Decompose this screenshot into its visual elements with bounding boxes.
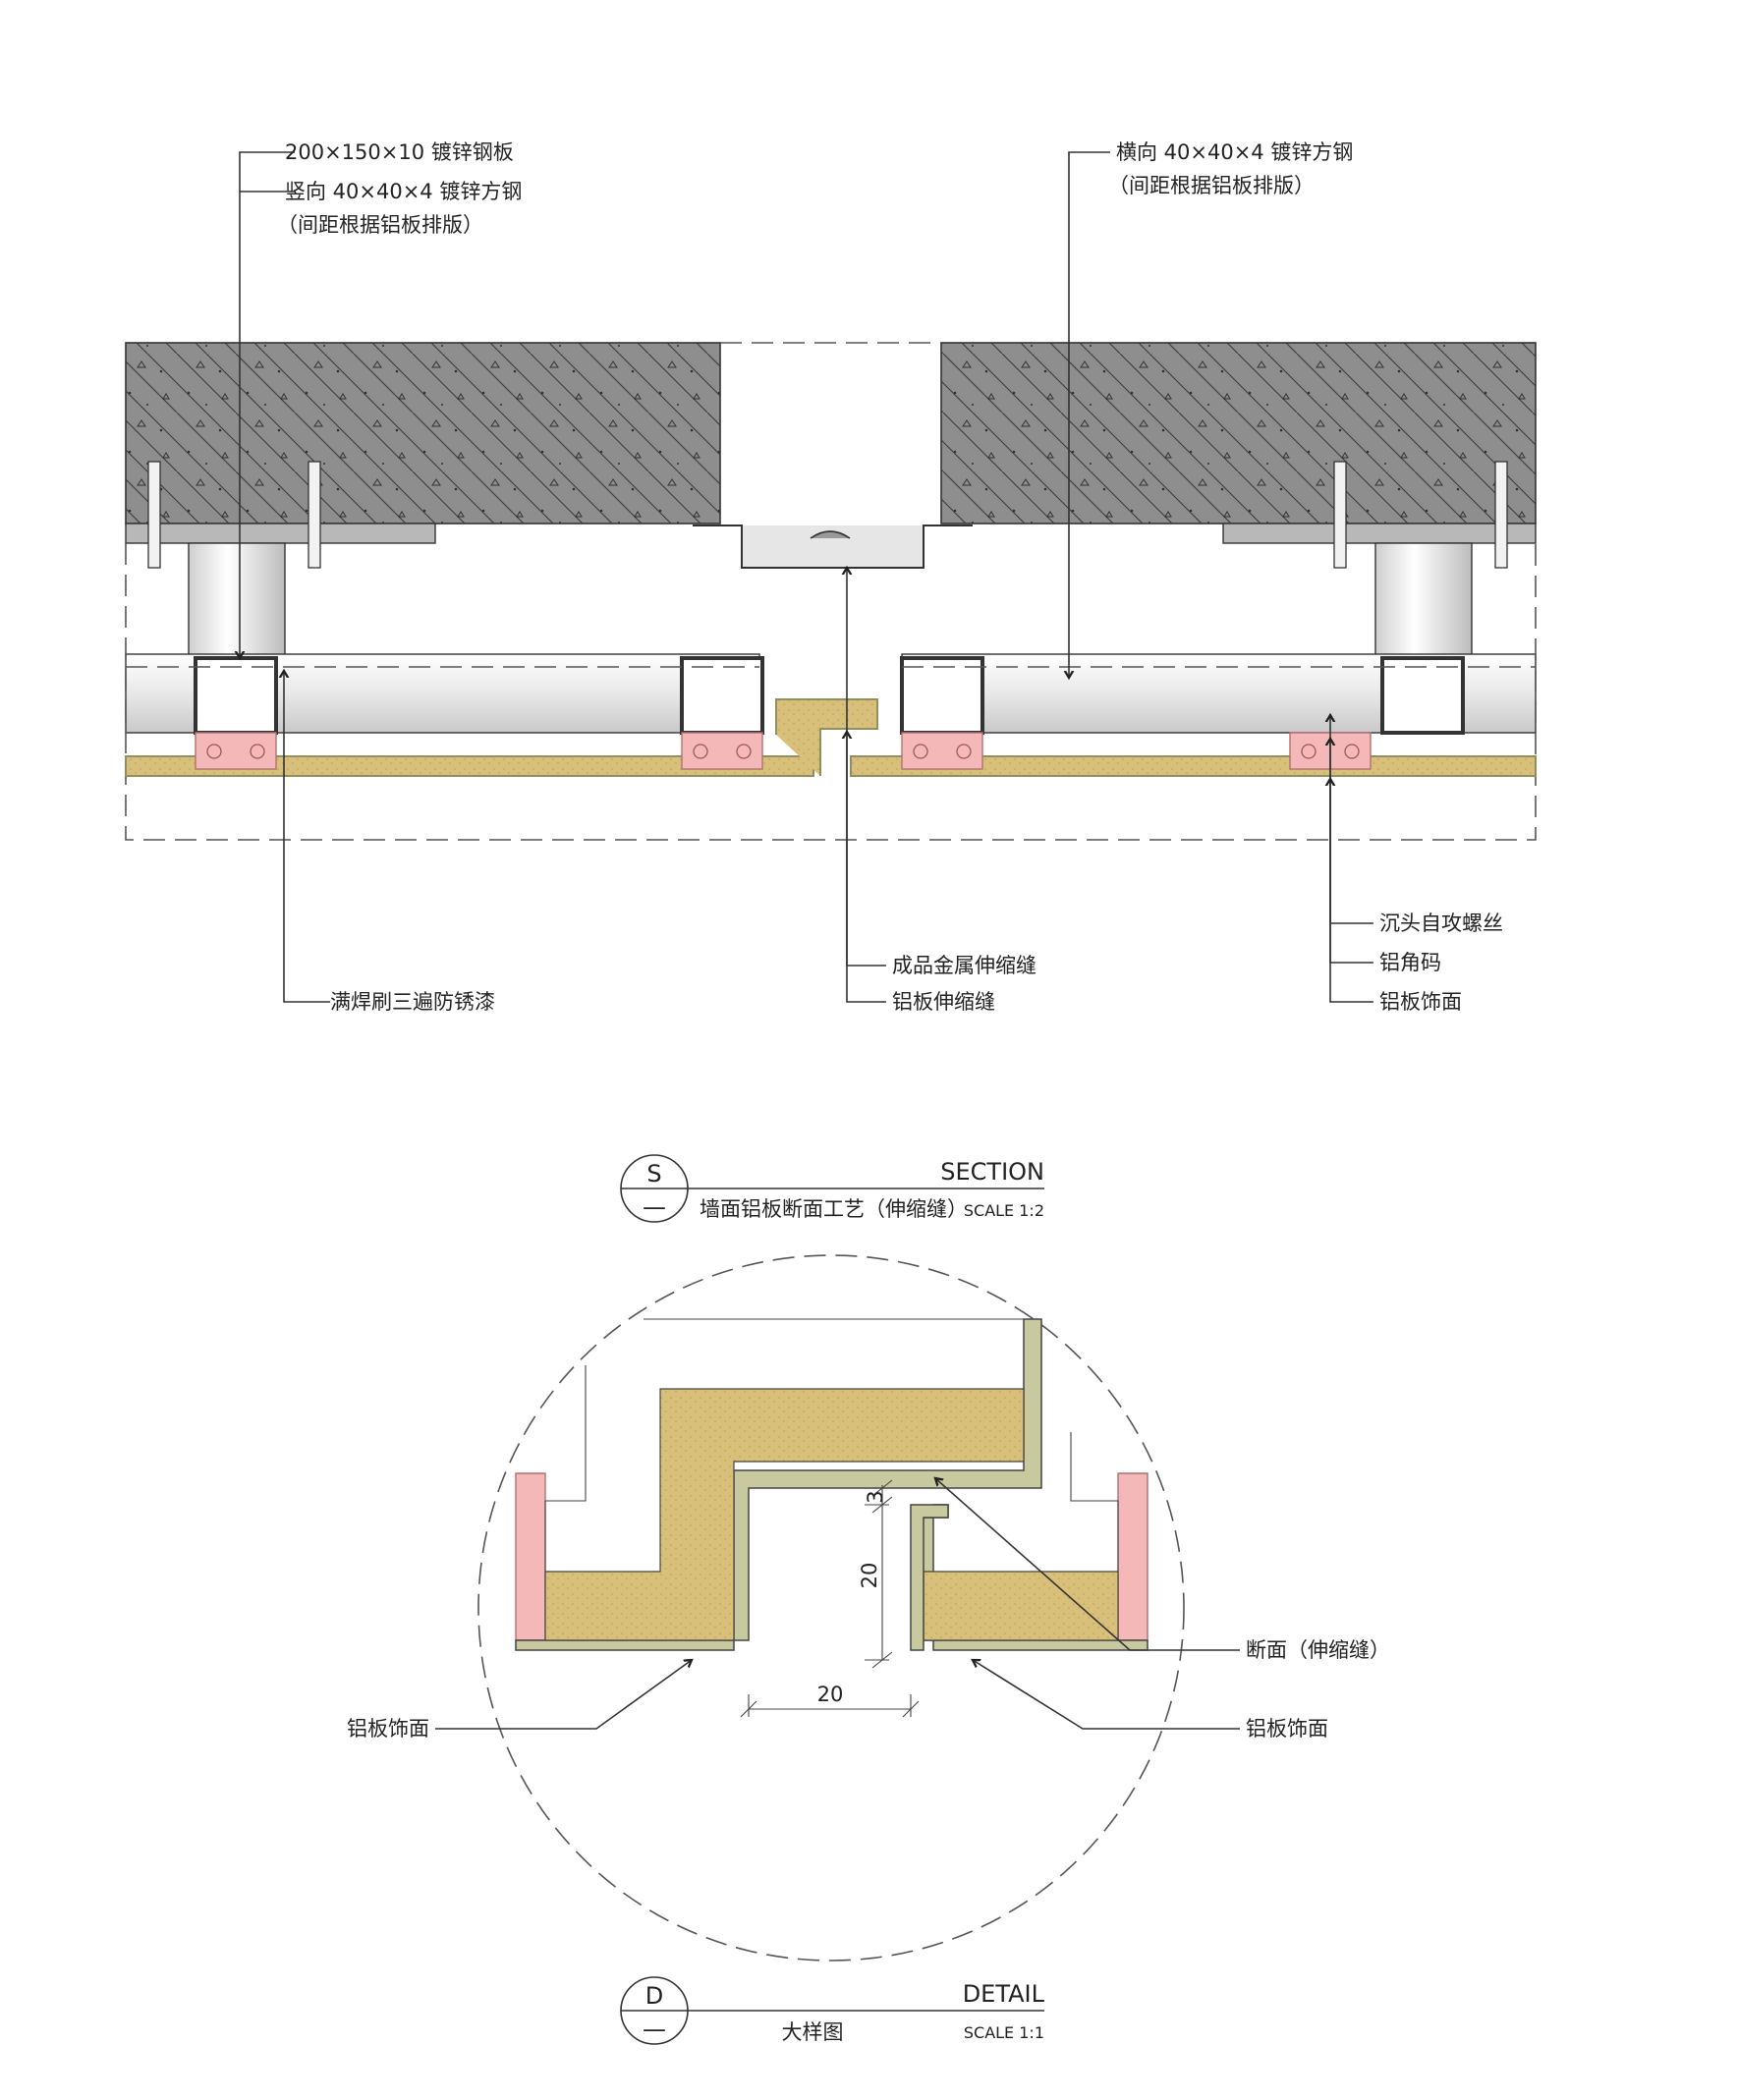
section-leaders — [240, 151, 1373, 1003]
concrete-wall-left — [125, 342, 721, 525]
detail-panel-left-core — [544, 1388, 1025, 1641]
detail-scale: SCALE 1:1 — [964, 2023, 1044, 2042]
dim-gap-width: 20 — [817, 1683, 844, 1706]
detail-clip-right — [1117, 1472, 1149, 1641]
embed-plate-right — [1222, 523, 1537, 544]
dim-gap-top: 3 — [864, 1490, 887, 1503]
detail-clip-left — [515, 1472, 546, 1641]
vertical-post-right — [1374, 542, 1473, 660]
embed-plate-left — [125, 523, 436, 544]
section-scale: SCALE 1:2 — [964, 1201, 1044, 1220]
detail-symbol-sub: — — [643, 2016, 666, 2043]
section-name: 墙面铝板断面工艺（伸缩缝） — [700, 1197, 968, 1221]
label-horizontal-steel: 横向 40×40×4 镀锌方钢 — [1116, 140, 1353, 164]
section-title-block: S — SECTION 墙面铝板断面工艺（伸缩缝） SCALE 1:2 — [620, 1154, 1044, 1223]
label-aluminum-finish: 铝板饰面 — [1379, 990, 1462, 1014]
label-horizontal-spacing: （间距根据铝板排版） — [1108, 174, 1315, 197]
label-metal-joint: 成品金属伸缩缝 — [892, 954, 1037, 977]
section-kind: SECTION — [940, 1158, 1044, 1186]
label-weld-paint: 满焊刷三遍防锈漆 — [330, 990, 495, 1014]
metal-joint-cap — [810, 530, 851, 539]
section-symbol-sub: — — [643, 1193, 666, 1221]
section-drawing — [125, 342, 1537, 841]
dim-gap-height: 20 — [858, 1563, 881, 1589]
label-joint-section: 断面（伸缩缝） — [1246, 1638, 1390, 1662]
detail-dimensions: 3 20 20 — [740, 1479, 920, 1718]
clip-screws — [206, 744, 1360, 759]
detail-circle — [477, 1254, 1185, 1962]
anchor-bolts — [147, 461, 1508, 569]
aluminum-panel-step — [775, 698, 878, 776]
detail-leaders — [435, 1478, 1240, 1730]
square-tubes — [194, 656, 1465, 735]
metal-expansion-joint — [693, 525, 973, 569]
detail-symbol: D — [645, 1982, 663, 2010]
detail-drawing: 3 20 20 铝板饰面 铝板饰面 断面（伸缩缝） — [347, 1254, 1390, 1962]
vertical-post-left — [188, 542, 286, 660]
detail-name: 大样图 — [782, 2020, 844, 2044]
detail-panel-right-lip — [910, 1504, 949, 1651]
detail-kind: DETAIL — [963, 1980, 1045, 2008]
label-steel-plate: 200×150×10 镀锌钢板 — [285, 140, 514, 164]
label-aluminum-joint: 铝板伸缩缝 — [892, 990, 995, 1014]
label-finish-right: 铝板饰面 — [1246, 1717, 1328, 1741]
label-angle-clip: 铝角码 — [1379, 951, 1441, 974]
detail-panel-right-core — [923, 1571, 1119, 1641]
section-symbol: S — [646, 1160, 661, 1188]
label-vertical-steel: 竖向 40×40×4 镀锌方钢 — [285, 180, 522, 203]
label-finish-left: 铝板饰面 — [347, 1717, 429, 1741]
section-labels: 200×150×10 镀锌钢板 竖向 40×40×4 镀锌方钢 （间距根据铝板排… — [277, 140, 1503, 1014]
label-vertical-spacing: （间距根据铝板排版） — [277, 213, 483, 237]
label-screw: 沉头自攻螺丝 — [1379, 912, 1503, 935]
detail-title-block: D — DETAIL 大样图 SCALE 1:1 — [620, 1976, 1045, 2045]
concrete-wall-right — [940, 342, 1537, 525]
detail-panel-left-skin — [515, 1318, 1042, 1651]
section-outline-lower — [125, 543, 1537, 841]
